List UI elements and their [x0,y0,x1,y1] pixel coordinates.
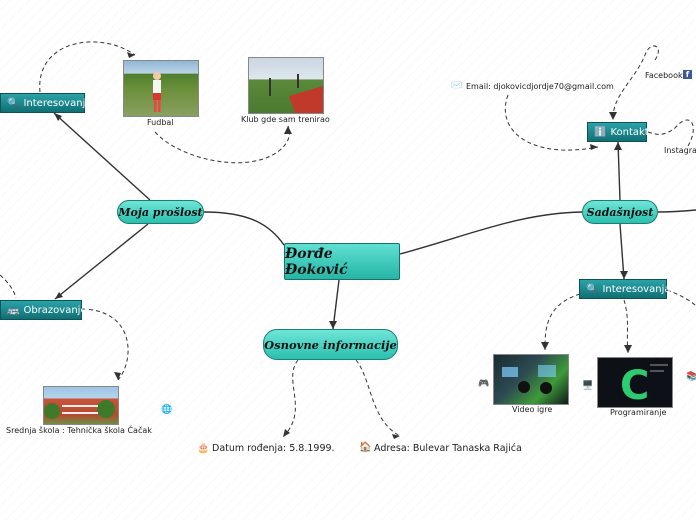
contact-label: Kontakt [610,126,649,138]
school-label: Srednja škola : Tehnička škola Čačak [6,426,152,435]
edge-central-past [203,211,285,246]
info-icon: ℹ️ [594,126,607,138]
email-label[interactable]: Email: djokovicdjordje70@gmail.com [466,82,614,91]
edge-past-interests [53,112,151,201]
edge-present-offscreen [657,209,696,213]
contact-node[interactable]: ℹ️ Kontakt [587,122,649,142]
dashed-fudbal-klub [154,125,291,164]
past-interests-node[interactable]: 🔍 Interesovanja [0,93,91,113]
school-photo [43,386,119,425]
svg-text:C: C [620,363,649,407]
email-icon: ✉️ [451,81,463,91]
house-icon: 🏠 [359,442,372,453]
education-label: Obrazovanje [23,304,87,316]
school-building-icon [44,400,115,419]
stadium-icon [269,74,323,113]
klub-label: Klub gde sam trenirao [241,115,330,124]
edge-central-basic [332,279,340,330]
branch-past-label: Moja prošlost [118,205,203,219]
videogames-photo [493,354,569,405]
central-node[interactable]: Đorđe Đoković [284,243,400,280]
gamers-icon [502,365,556,394]
partial-icon: 📚 [686,372,696,382]
programming-photo: C [597,357,673,408]
present-interests-label: Interesovanja [602,283,671,295]
child-figure-icon [153,72,161,112]
birthday-cake-icon: 🎂 [197,443,210,454]
birth-date-label: Datum rođenja: 5.8.1999. [212,443,335,454]
branch-past[interactable]: Moja prošlost [117,200,204,224]
dashed-interests-offscreen [666,289,696,307]
dashed-interests-videogames [544,293,581,351]
klub-photo [248,57,324,114]
csharp-logo-icon: C [620,363,668,407]
branch-basic-label: Osnovne informacije [264,337,397,352]
gamepad-icon: 🎮 [478,379,490,389]
edge-central-present [399,211,583,255]
present-interests-node[interactable]: 🔍 Interesovanja [579,279,671,299]
branch-present-label: Sadašnjost [586,205,654,219]
instagram-label[interactable]: Instagra [664,146,696,155]
globe-icon[interactable]: 🌐 [161,405,173,415]
dashed-basic-address [355,359,401,437]
dashed-instagram-contact [647,119,694,147]
videogames-label: Video igre [512,405,553,414]
facebook-icon[interactable]: f [683,70,692,79]
edge-present-contact [617,141,621,201]
central-label: Đorđe Đoković [285,245,348,278]
edge-past-education [54,223,149,300]
education-node[interactable]: 🚌 Obrazovanje [0,300,87,320]
magnifier-icon: 🔍 [7,97,20,109]
fudbal-photo [123,60,199,117]
facebook-label[interactable]: Facebook [645,71,683,80]
edge-present-interests [619,223,625,280]
branch-present[interactable]: Sadašnjost [582,200,658,224]
dashed-education-school [81,308,129,381]
address-label: Adresa: Bulevar Tanaska Rajića [374,443,522,454]
branch-basic-info[interactable]: Osnovne informacije [263,329,398,360]
computer-icon: 🖥️ [582,381,594,391]
magnifier-icon: 🔍 [586,283,599,295]
dashed-email-contact [504,94,599,151]
dashed-basic-birth [282,359,299,438]
dashed-facebook-contact [612,45,659,121]
school-bus-icon: 🚌 [7,304,20,316]
fudbal-label: Fudbal [147,118,174,127]
dashed-interests-fudbal [39,41,136,93]
dashed-education-offscreen [0,274,17,299]
programming-label: Programiranje [610,408,667,417]
past-interests-label: Interesovanja [23,97,92,109]
